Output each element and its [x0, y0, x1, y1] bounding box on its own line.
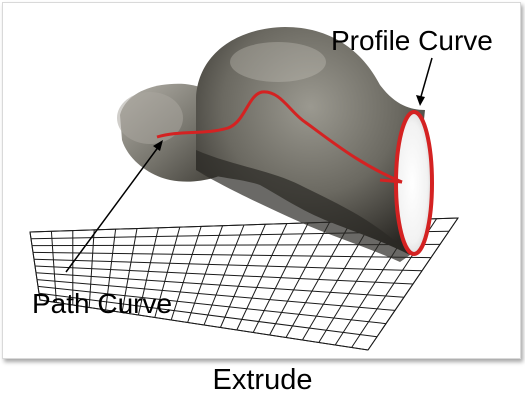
surface-highlight [230, 42, 326, 82]
path-curve-label: Path Curve [32, 288, 172, 319]
surface-main-body [196, 27, 425, 255]
grid-line [36, 279, 396, 311]
surface-left-cap [117, 92, 183, 144]
grid-line [34, 265, 414, 285]
path-curve-arrow [65, 140, 163, 273]
profile-curve-label: Profile Curve [331, 25, 493, 56]
surface-lower-shade [196, 150, 410, 262]
grid-line [35, 272, 405, 298]
grid-line [37, 285, 387, 325]
profile-curve-arrow [416, 57, 433, 106]
grid-line [38, 292, 378, 338]
grid-line [39, 299, 369, 351]
profile-curve-ring [394, 110, 434, 256]
grid-line [32, 251, 432, 259]
figure-caption: Extrude [212, 364, 313, 396]
path-curve [156, 90, 403, 184]
grid-line [33, 258, 423, 272]
